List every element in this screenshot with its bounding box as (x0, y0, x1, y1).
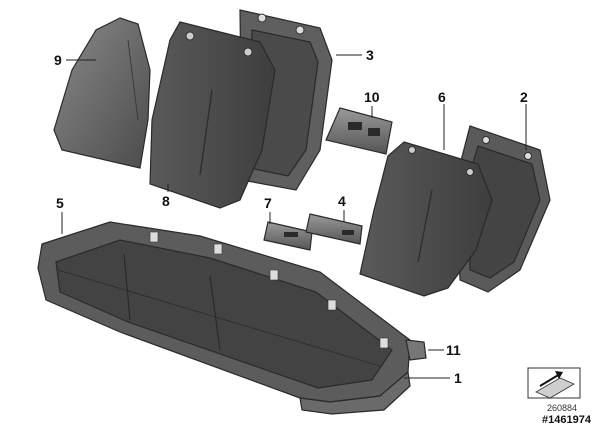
part-6-right-backrest-cover[interactable] (359, 141, 493, 297)
callout-8: 8 (162, 193, 170, 209)
part-11-clip[interactable] (405, 339, 427, 361)
callout-10: 10 (364, 89, 380, 105)
callout-6: 6 (438, 89, 446, 105)
diagram-code: 260884 (547, 403, 577, 413)
reference-number: #1461974 (542, 414, 592, 426)
leader-lines (61, 54, 527, 379)
callout-3: 3 (366, 47, 374, 63)
part-10-center-bracket[interactable] (325, 107, 393, 155)
callout-7: 7 (264, 195, 272, 211)
callout-2: 2 (520, 89, 528, 105)
orientation-arrow-icon (527, 367, 581, 399)
callouts: 9 3 10 6 2 8 7 4 5 11 1 (54, 47, 528, 386)
part-7-bracket[interactable] (263, 221, 313, 251)
callout-1: 1 (454, 370, 462, 386)
callout-11: 11 (446, 342, 461, 358)
part-4-bracket[interactable] (305, 213, 363, 245)
part-8-backrest-cover[interactable] (149, 21, 276, 209)
part-1-seat-cushion[interactable] (37, 221, 411, 415)
callout-9: 9 (54, 52, 62, 68)
callout-5: 5 (56, 195, 64, 211)
callout-4: 4 (338, 193, 346, 209)
part-9-side-trim[interactable] (53, 17, 151, 169)
